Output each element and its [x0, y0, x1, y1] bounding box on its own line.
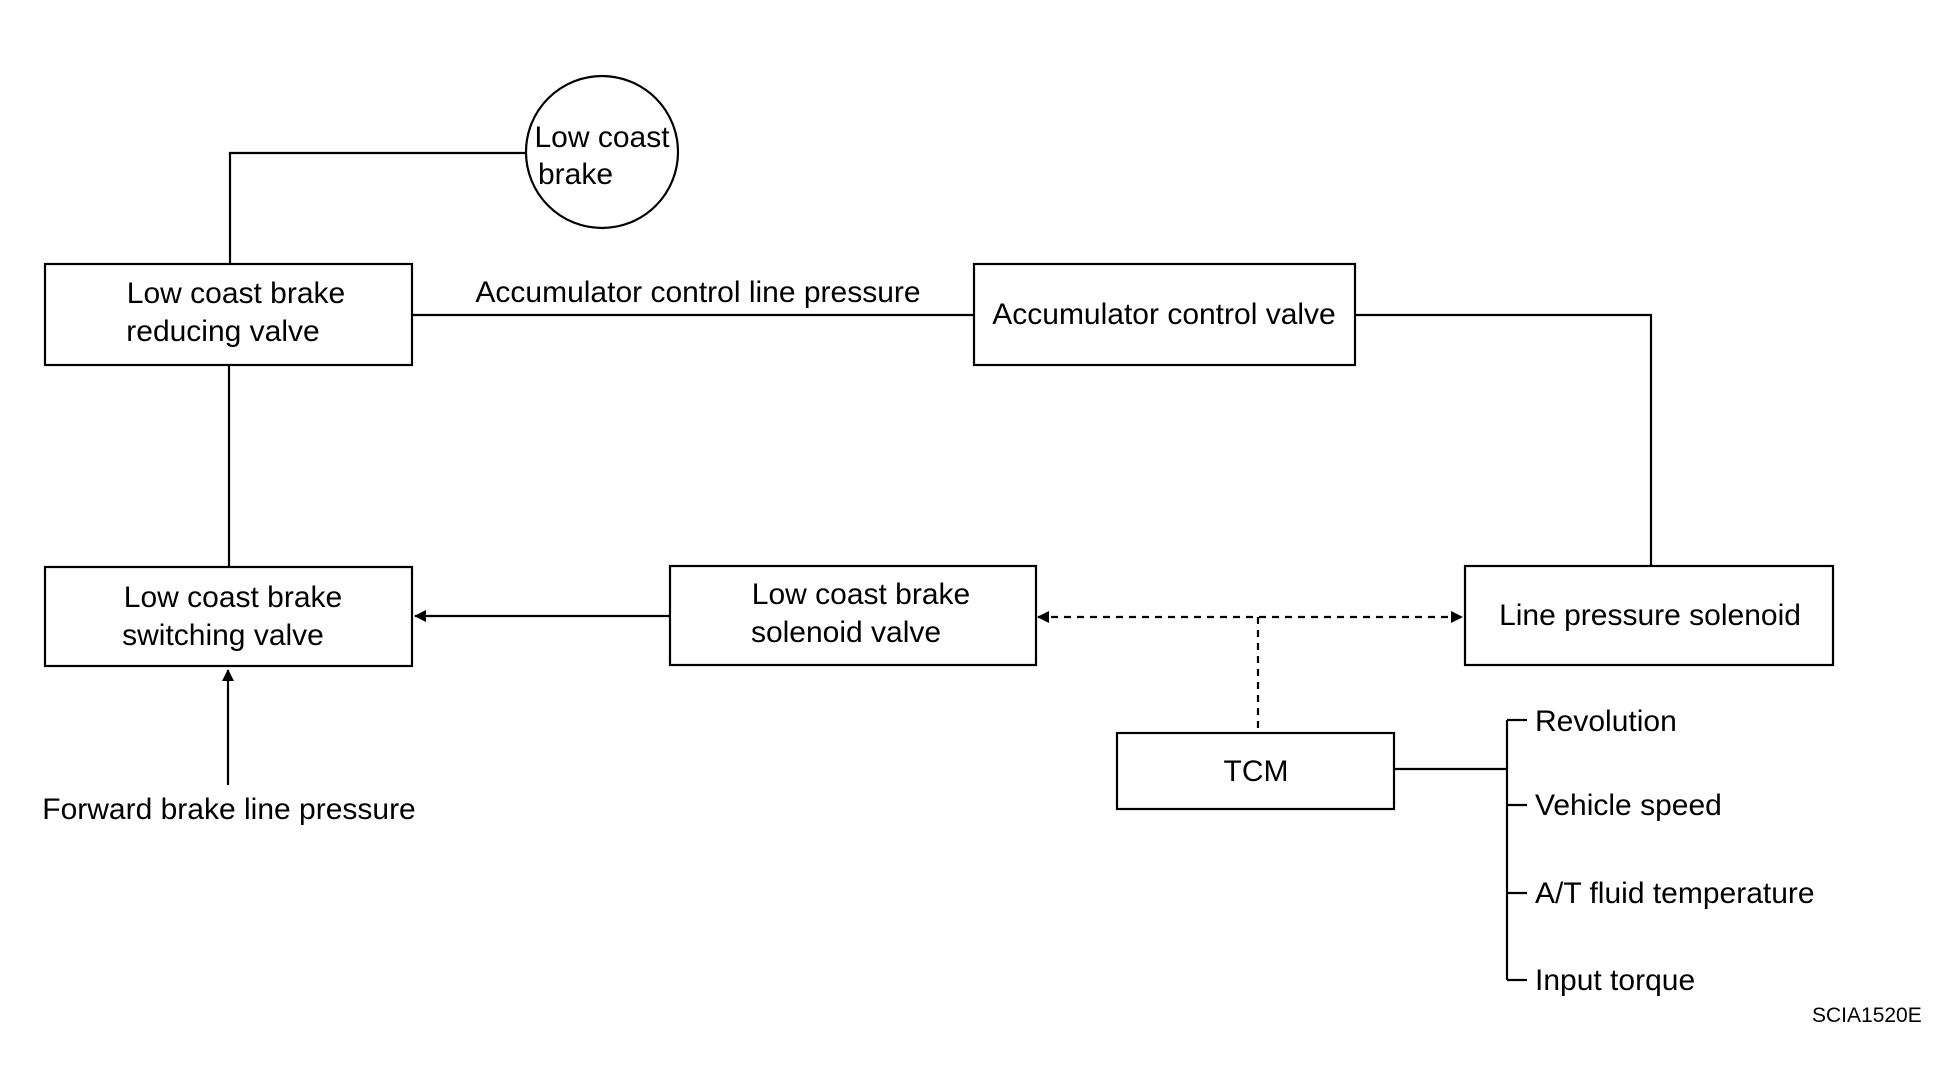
accumulator-control-line-pressure-label: Accumulator control line pressure [475, 276, 920, 309]
reducing-valve-node: Low coast brake reducing valve [43, 262, 414, 367]
accumulator-control-valve-node: Accumulator control valve [972, 262, 1357, 367]
line-pressure-solenoid-node: Line pressure solenoid [1463, 564, 1835, 667]
tcm-input-fluid-temperature: A/T fluid temperature [1535, 877, 1815, 910]
reducing-valve-label-line2: reducing valve [126, 315, 319, 348]
low-coast-brake-label-line2: brake [538, 158, 613, 191]
figure-code: SCIA1520E [1812, 1004, 1922, 1027]
tcm-label: TCM [1224, 755, 1289, 788]
switching-valve-label-line1: Low coast brake [124, 581, 342, 614]
low-coast-brake-node: Low coast brake [524, 74, 680, 230]
solenoid-valve-label-line2: solenoid valve [751, 616, 941, 649]
brake-to-reducing-valve-line [228, 151, 526, 264]
forward-brake-line-pressure-label: Forward brake line pressure [42, 793, 416, 826]
solenoid-valve-node: Low coast brake solenoid valve [668, 564, 1038, 667]
reducing-valve-label-line1: Low coast brake [127, 277, 345, 310]
switching-valve-node: Low coast brake switching valve [43, 565, 414, 668]
low-coast-brake-label-line1: Low coast [534, 121, 670, 154]
accumulator-to-line-pressure-solenoid-line [1355, 313, 1653, 566]
accumulator-control-valve-label: Accumulator control valve [992, 298, 1335, 331]
tcm-node: TCM [1115, 731, 1396, 811]
tcm-input-torque: Input torque [1535, 964, 1695, 997]
tcm-input-vehicle-speed: Vehicle speed [1535, 789, 1722, 822]
line-pressure-solenoid-label: Line pressure solenoid [1499, 599, 1801, 632]
tcm-input-revolution: Revolution [1535, 705, 1677, 738]
switching-valve-label-line2: switching valve [122, 619, 324, 652]
solenoid-valve-label-line1: Low coast brake [752, 578, 970, 611]
